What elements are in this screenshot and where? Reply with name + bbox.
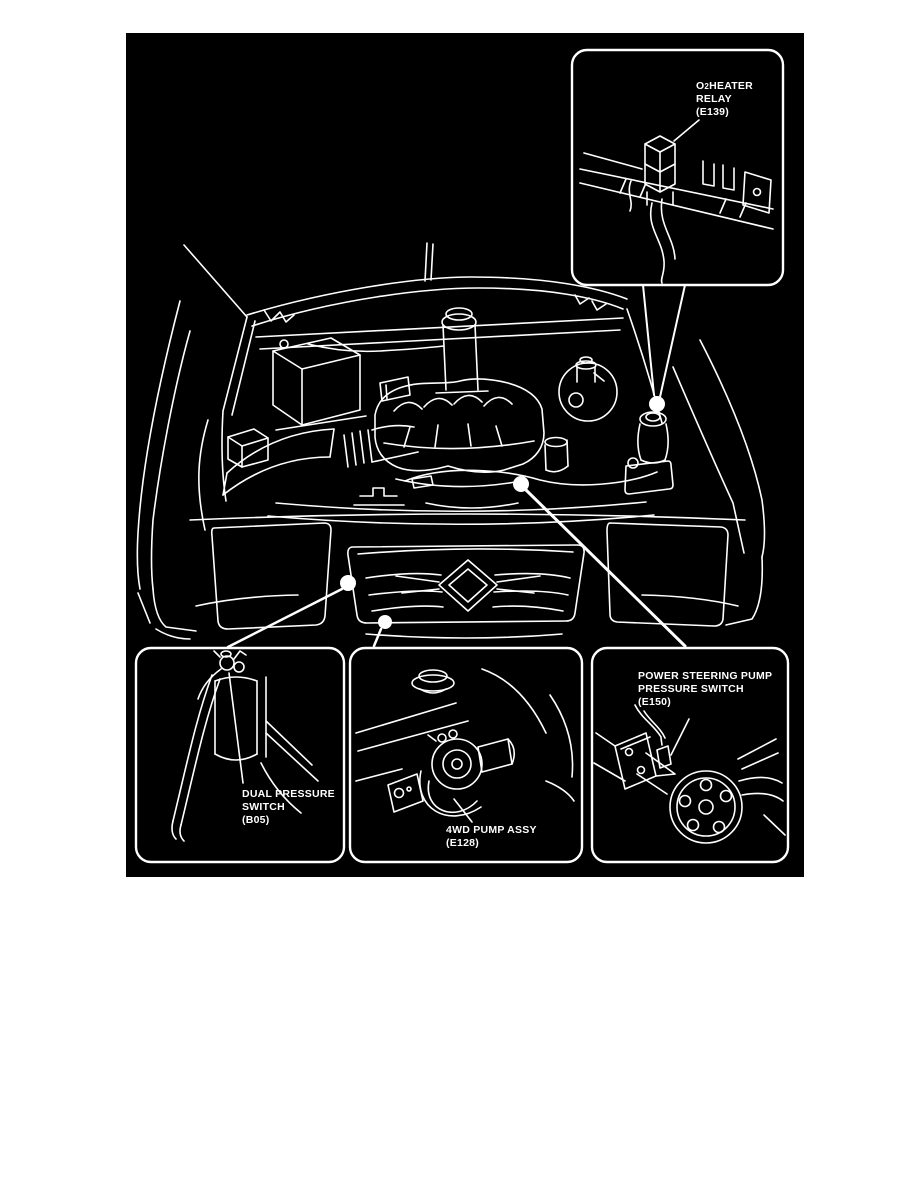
left-fender — [136, 300, 256, 640]
callout-dot-dual-pressure — [340, 575, 356, 591]
air-intake-duct — [222, 424, 419, 496]
label-line: SWITCH — [242, 801, 285, 813]
grille — [347, 544, 585, 624]
right-fender — [626, 308, 766, 626]
callout-label-o2-heater-relay: O2HEATER RELAY (E139) — [696, 80, 753, 119]
label-line: RELAY — [696, 93, 732, 105]
coolant-reservoir — [637, 411, 669, 464]
callout-box-power-steering-pump — [590, 646, 790, 864]
callout-box-4wd-pump-assy — [348, 646, 584, 864]
label-line: (B05) — [242, 814, 270, 826]
fwd-pump-illustration — [355, 668, 575, 823]
callout-leaders-and-dots — [226, 284, 687, 649]
callout-dot-power-steering — [513, 476, 529, 492]
label-line: 4WD PUMP ASSY — [446, 824, 537, 836]
callout-boxes — [134, 48, 790, 864]
label-line: (E150) — [638, 696, 672, 708]
leader-4wd-pump-inner — [453, 798, 473, 823]
label-line: (E128) — [446, 837, 480, 849]
callout-dot-4wd-pump — [378, 615, 392, 629]
label-line: O2HEATER — [696, 80, 754, 92]
hood-and-cowl — [183, 242, 628, 353]
component-location-figure: O2HEATER RELAY (E139) DUAL PRESSURE SWIT… — [126, 33, 804, 877]
washer-reservoir — [624, 457, 674, 495]
leader-power-steering-inner — [670, 718, 690, 756]
canister — [544, 436, 569, 473]
leader-dual-pressure — [226, 587, 344, 649]
leader-dual-pressure-inner — [228, 672, 244, 784]
leader-o2-relay-right — [659, 284, 686, 398]
callout-box-o2-heater-relay — [570, 48, 785, 287]
label-line: PRESSURE SWITCH — [638, 683, 744, 695]
callout-label-power-steering-pump-pressure-switch: POWER STEERING PUMP PRESSURE SWITCH (E15… — [638, 670, 772, 709]
leader-power-steering — [524, 488, 687, 648]
engine-assembly — [374, 378, 545, 509]
line-art-canvas — [134, 48, 790, 864]
o2-heater-relay-illustration — [579, 119, 774, 284]
callout-box-dual-pressure-switch — [134, 646, 346, 864]
callout-dot-o2-relay — [649, 396, 665, 412]
leader-o2-relay-inner — [673, 119, 700, 142]
callout-label-dual-pressure-switch: DUAL PRESSURE SWITCH (B05) — [242, 788, 335, 827]
air-intake-snorkel — [435, 307, 489, 394]
front-bumper — [189, 513, 746, 639]
leader-o2-relay-left — [642, 284, 655, 396]
subscript-2: 2 — [704, 82, 710, 91]
power-steering-pump-illustration — [593, 704, 786, 844]
label-line: DUAL PRESSURE — [242, 788, 335, 800]
dual-pressure-switch-illustration — [171, 650, 319, 842]
left-headlight — [210, 522, 332, 630]
suzuki-logo — [395, 559, 541, 612]
ignition-coil — [379, 376, 411, 402]
brake-booster — [558, 356, 618, 422]
label-line: POWER STEERING PUMP — [638, 670, 773, 682]
callout-label-4wd-pump-assy: 4WD PUMP ASSY (E128) — [446, 824, 537, 850]
leader-4wd-pump — [372, 627, 383, 648]
label-line: (E139) — [696, 106, 730, 118]
right-headlight — [606, 522, 729, 627]
battery — [272, 337, 367, 431]
radiator-support — [267, 469, 658, 526]
